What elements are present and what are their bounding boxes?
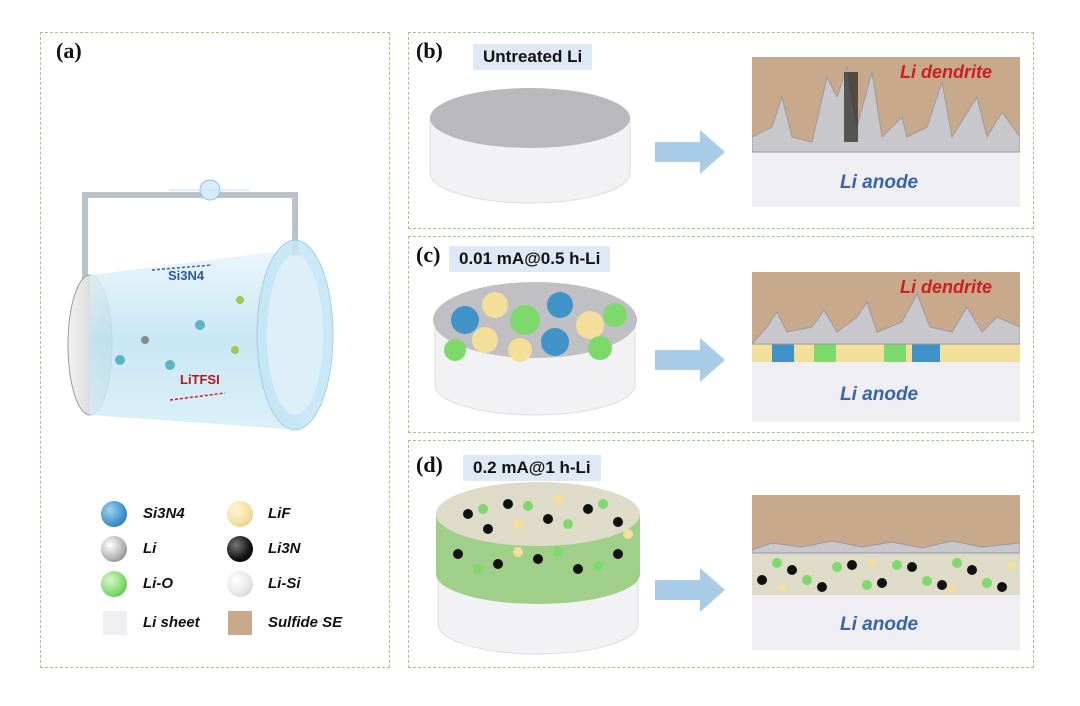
- drum-si3n4-label: Si3N4: [168, 268, 205, 283]
- panel-b-label: (b): [416, 38, 443, 63]
- panel-d-anode-label: Li anode: [840, 614, 919, 635]
- legend-lisheet-swatch: [103, 611, 127, 635]
- panel-d-crosssection: [752, 495, 1020, 650]
- legend-lisi-label: Li-Si: [268, 575, 301, 592]
- panel-c-dendrite-label: Li dendrite: [900, 277, 993, 297]
- legend-lio-swatch: [101, 571, 127, 597]
- legend-lio-label: Li-O: [143, 575, 173, 592]
- panel-b: [408, 32, 1034, 229]
- untreated-li-disc: [429, 88, 631, 204]
- legend-lisi-swatch: [227, 571, 253, 597]
- legend-li3n-swatch: [227, 536, 253, 562]
- legend-sulfide-label: Sulfide SE: [268, 614, 343, 631]
- panel-a: [40, 32, 390, 668]
- panel-b-condition-chip: Untreated Li: [473, 44, 593, 70]
- panel-b-crosssection: [752, 57, 1020, 207]
- panel-d-condition-chip: 0.2 mA@1 h-Li: [463, 455, 601, 481]
- panel-d-arrow: [655, 568, 725, 612]
- panel-a-label: (a): [56, 38, 82, 63]
- rotating-drum-illustration: [67, 179, 334, 431]
- legend-si3n4-label: Si3N4: [143, 505, 185, 522]
- panel-c-condition-chip: 0.01 mA@0.5 h-Li: [449, 246, 611, 272]
- drum-litfsi-label: LiTFSI: [180, 372, 220, 387]
- panel-c: [408, 236, 1034, 433]
- panel-c-crosssection: [752, 272, 1020, 422]
- legend-lif-swatch: [227, 501, 253, 527]
- panel-c-arrow: [655, 338, 725, 382]
- legend-li-swatch: [101, 536, 127, 562]
- panel-d: [408, 440, 1034, 668]
- panel-b-arrow: [655, 130, 725, 174]
- panel-b-anode-label: Li anode: [840, 172, 919, 193]
- coated-li-disc-d: [436, 482, 640, 655]
- panel-b-dendrite-label: Li dendrite: [900, 62, 993, 82]
- legend-sulfide-swatch: [228, 611, 252, 635]
- panel-d-label: (d): [416, 452, 443, 477]
- panel-c-anode-label: Li anode: [840, 384, 919, 405]
- panel-c-label: (c): [416, 242, 441, 267]
- legend-lif-label: LiF: [268, 505, 291, 522]
- legend-li3n-label: Li3N: [268, 540, 301, 557]
- legend-li-label: Li: [143, 540, 157, 557]
- legend-si3n4-swatch: [101, 501, 127, 527]
- coated-li-disc-c: [433, 282, 637, 416]
- legend-lisheet-label: Li sheet: [143, 614, 200, 631]
